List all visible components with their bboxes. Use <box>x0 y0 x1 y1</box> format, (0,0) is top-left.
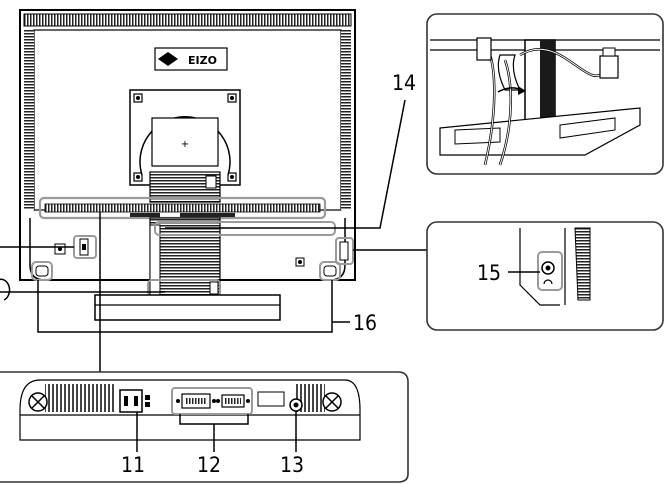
cable-holder-detail-panel <box>426 13 664 175</box>
top-vent <box>23 13 352 27</box>
right-foot-highlight <box>319 261 341 281</box>
callout-12: 12 <box>197 453 221 477</box>
callout-16-bracket <box>37 280 333 333</box>
callout-14-leader <box>165 99 406 229</box>
svg-text:EIZO: EIZO <box>188 54 217 67</box>
left-foot-highlight <box>31 261 53 281</box>
power-inlet <box>119 389 143 413</box>
bottom-vent <box>44 203 321 213</box>
headphone-highlight <box>335 237 354 265</box>
svg-text:+: + <box>181 139 189 150</box>
callout-14: 14 <box>392 71 416 95</box>
right-side-vent <box>341 30 351 210</box>
callout-16: 16 <box>353 311 377 335</box>
connector-detail-panel: 11 12 13 <box>0 371 409 483</box>
screw-right-icon <box>322 392 342 412</box>
vent-left <box>45 384 115 412</box>
monitor-back: EIZO + <box>19 9 356 321</box>
callout-15: 15 <box>477 261 501 285</box>
signal-connectors-highlight <box>171 387 253 415</box>
callout-11: 11 <box>121 453 145 477</box>
headphone-jack-detail-panel: 15 <box>426 221 664 331</box>
eizo-logo: EIZO <box>154 47 228 71</box>
callout-13: 13 <box>280 453 304 477</box>
screw-left-icon <box>28 392 48 412</box>
left-side-vent <box>24 30 34 210</box>
stand-base <box>94 294 281 321</box>
